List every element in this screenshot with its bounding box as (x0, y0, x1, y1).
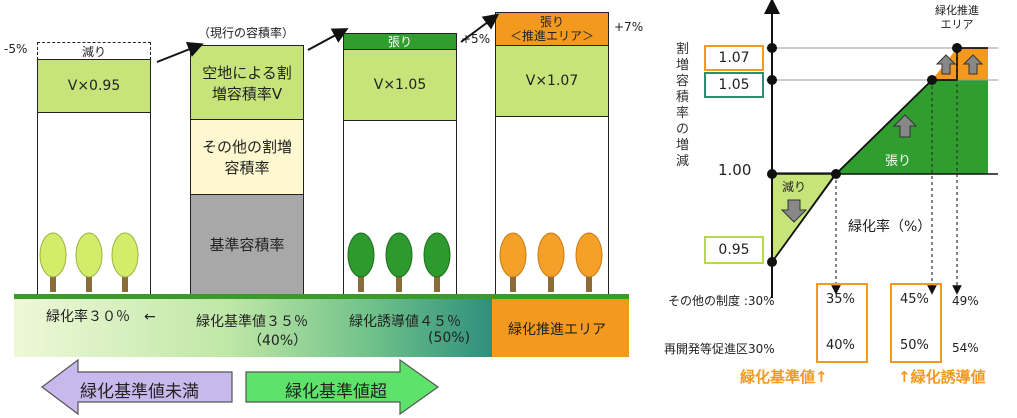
arrow-right-label: 緑化基準値超 (285, 382, 387, 402)
col2-top: 空地による割増容積率V (190, 45, 304, 120)
col4-delta: +7% (614, 20, 644, 34)
arrow-right-icon (245, 358, 440, 416)
promotion-area-bar (492, 299, 629, 357)
y-label-1-00: 1.00 (718, 161, 752, 179)
down-arrow-icon (780, 199, 808, 223)
up-arrow-small-icon (935, 54, 957, 75)
y-axis-label: 割増容積率の増減 (676, 42, 690, 169)
row2-label: 再開発等促進区30% (664, 342, 775, 356)
corner-label-line2: エリア (940, 18, 974, 31)
current-ratio-caption: （現行の容積率） (198, 26, 295, 40)
guidance-box (890, 283, 942, 363)
y-label-1-07: 1.07 (704, 45, 764, 71)
tree-icon (75, 232, 103, 292)
point-0-95 (767, 257, 777, 267)
step-line (771, 47, 988, 263)
tree-icon (575, 232, 603, 292)
bar-seg4: 緑化推進エリア (508, 322, 606, 338)
bar-seg1: 緑化率３０％ ← (46, 309, 156, 325)
arrow-left-icon (41, 358, 233, 416)
col4-band-line2: ＜推進エリア＞ (509, 29, 594, 43)
point-1-07-axis (767, 43, 777, 53)
bar-seg2-line2: （40%） (248, 333, 308, 349)
y-label-1-05: 1.05 (704, 72, 764, 98)
tree-icon (537, 232, 565, 292)
up-arrow-icon (892, 114, 918, 138)
col3-value: V×1.05 (343, 49, 457, 121)
y-label-0-95: 0.95 (704, 236, 764, 264)
greening-step-chart (764, 0, 998, 298)
point-threshold (831, 169, 841, 179)
left-diagram-graphics (39, 13, 603, 292)
row2-v1: 40% (826, 338, 855, 353)
tree-icon (423, 232, 451, 292)
region-decrease-label: 減り (782, 180, 807, 194)
bottom-left-label: 緑化基準値↑ (740, 368, 828, 386)
greening-rate-bar (14, 299, 492, 357)
tree-icon (385, 232, 413, 292)
col2-bottom: 基準容積率 (190, 194, 304, 295)
col4-band-line1: 張り (539, 15, 564, 29)
col2-middle: その他の割増容積率 (190, 119, 304, 195)
tree-icon (347, 232, 375, 292)
bar-seg3-line1: 緑化誘導値４５％ (349, 314, 461, 330)
tree-icon (111, 232, 139, 292)
x-axis-label: 緑化率（%） (848, 219, 932, 235)
point-promotion (952, 43, 962, 53)
region-increase-label: 張り (885, 154, 912, 169)
bottom-right-label: ↑緑化誘導値 (898, 368, 986, 386)
bar-seg2-line1: 緑化基準値３５％ (196, 314, 308, 330)
row2-v3: 54% (952, 341, 979, 355)
tree-icon (39, 232, 67, 292)
up-arrow-small-icon (962, 54, 984, 75)
direction-arrows (41, 358, 440, 416)
row1-label: その他の制度 :30% (668, 294, 775, 308)
threshold-box (816, 283, 868, 363)
row1-v3: 49% (952, 294, 979, 308)
row1-v2: 45% (900, 292, 929, 307)
corner-label-line1: 緑化推進 (935, 4, 979, 17)
row2-v2: 50% (900, 338, 929, 353)
arrow-left-label: 緑化基準値未満 (80, 382, 199, 402)
col4-value: V×1.07 (495, 45, 609, 117)
bar-seg3-line2: (50%) (428, 330, 471, 346)
point-origin (767, 169, 777, 179)
ground-line (14, 294, 629, 299)
row1-v1: 35% (826, 292, 855, 307)
increase-region (836, 80, 988, 174)
tree-icon (499, 232, 527, 292)
col1-delta: -5% (4, 42, 28, 56)
point-1-05-axis (767, 75, 777, 85)
point-guidance (927, 75, 937, 85)
